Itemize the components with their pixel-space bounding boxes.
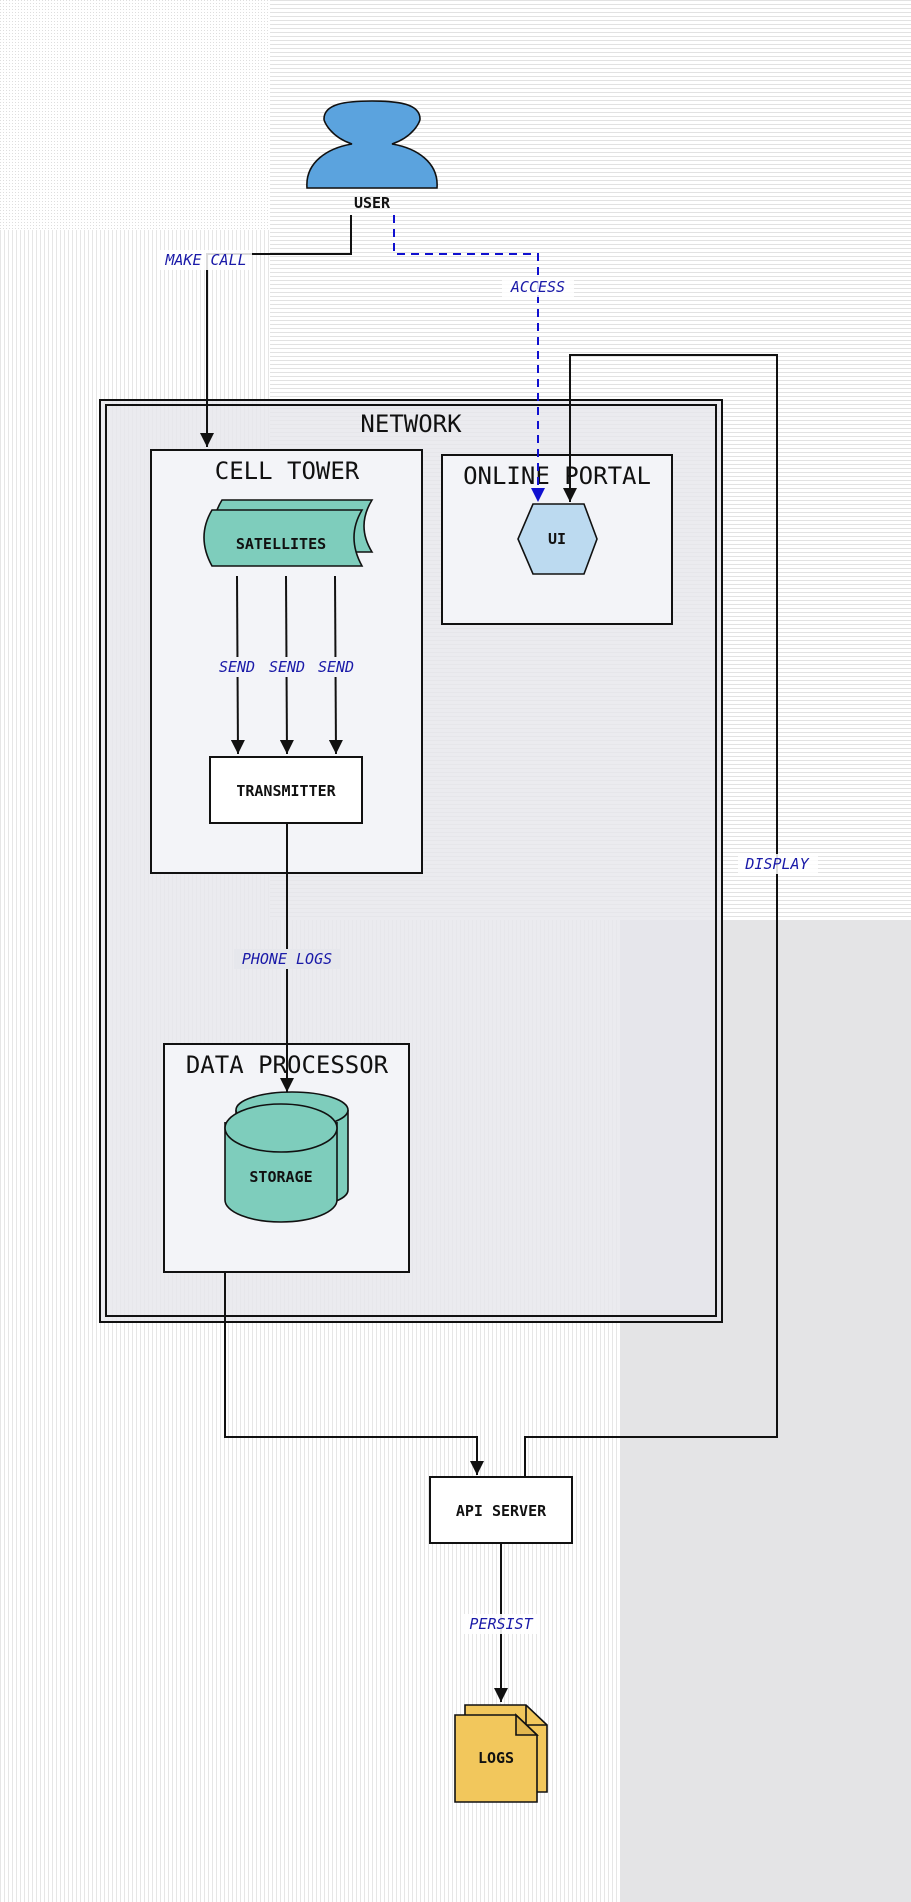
- api-server-label: API SERVER: [456, 1502, 547, 1520]
- label-persist: PERSIST: [469, 1615, 533, 1633]
- edge-make-call[interactable]: [200, 215, 352, 447]
- ui-label: UI: [548, 530, 566, 548]
- satellites-node[interactable]: SATELLITES: [203, 499, 374, 567]
- user-label: USER: [354, 194, 391, 212]
- label-send-3: SEND: [318, 658, 354, 676]
- user-node[interactable]: USER: [306, 100, 438, 212]
- edge-display[interactable]: [524, 354, 778, 1477]
- online-portal-title: ONLINE PORTAL: [463, 462, 651, 490]
- label-make-call: MAKE CALL: [164, 251, 246, 269]
- label-send-1: SEND: [219, 658, 255, 676]
- logs-node[interactable]: LOGS: [454, 1704, 548, 1803]
- logs-document-icon: [454, 1714, 538, 1803]
- satellites-shape: [203, 509, 364, 567]
- label-access: ACCESS: [510, 278, 565, 296]
- ui-node[interactable]: UI: [517, 503, 598, 575]
- cell-tower-title: CELL TOWER: [215, 457, 360, 485]
- transmitter-node[interactable]: TRANSMITTER: [209, 756, 363, 824]
- edge-access[interactable]: [393, 215, 545, 502]
- storage-label: STORAGE: [249, 1168, 312, 1186]
- edge-processor-to-api[interactable]: [224, 1272, 484, 1475]
- transmitter-label: TRANSMITTER: [236, 782, 336, 800]
- api-server-node[interactable]: API SERVER: [429, 1476, 573, 1544]
- label-display: DISPLAY: [744, 855, 809, 873]
- edge-labels: MAKE CALL ACCESS DISPLAY SEND SEND SEND …: [158, 250, 818, 1634]
- ui-hexagon: [517, 503, 598, 575]
- label-send-2: SEND: [269, 658, 305, 676]
- network-title: NETWORK: [360, 410, 462, 438]
- user-icon: [306, 100, 438, 189]
- storage-node[interactable]: STORAGE: [224, 1091, 349, 1223]
- label-phone-logs: PHONE LOGS: [242, 950, 332, 968]
- satellites-label: SATELLITES: [236, 535, 326, 553]
- logs-label: LOGS: [478, 1749, 514, 1767]
